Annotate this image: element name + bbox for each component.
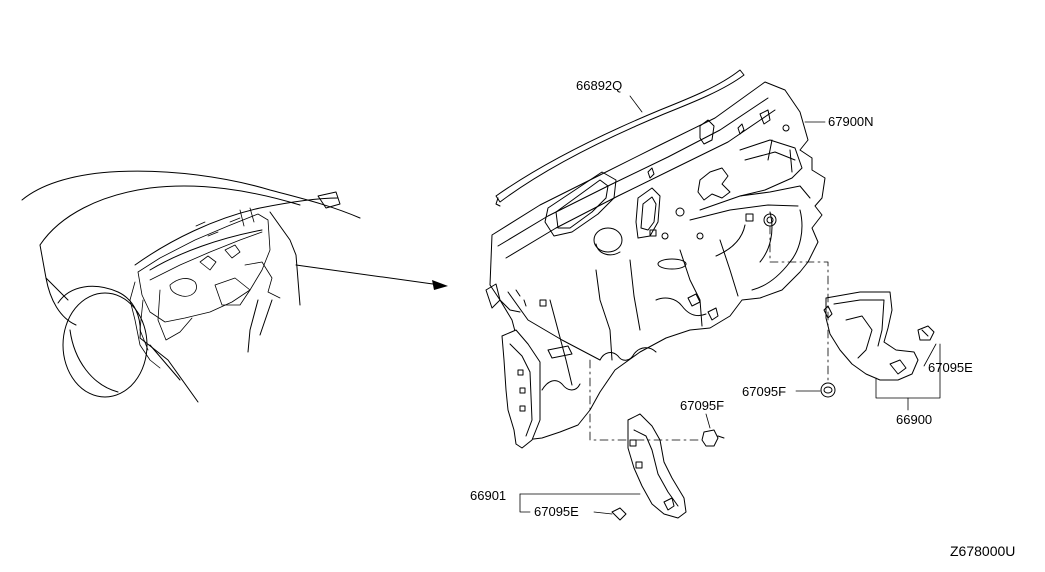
- direction-arrow: [295, 264, 448, 290]
- clip-67095e-left: [611, 507, 627, 521]
- label-67095f-center: 67095F: [680, 398, 724, 413]
- label-66901: 66901: [470, 488, 506, 503]
- label-67095e-left: 67095E: [534, 504, 579, 519]
- part-labels: 66892Q 67900N 67095E 67095F 66900 67095F…: [470, 78, 1015, 559]
- leader-lines: [519, 95, 941, 515]
- label-67095e-right: 67095E: [928, 360, 973, 375]
- clip-67095f-right: [820, 382, 836, 398]
- side-panel-left: [501, 329, 573, 449]
- label-66892q: 66892Q: [576, 78, 622, 93]
- label-67095f-right: 67095F: [742, 384, 786, 399]
- trim-66901: [627, 413, 687, 519]
- label-67900n: 67900N: [828, 114, 874, 129]
- seal-66892q: [495, 69, 745, 207]
- label-66900: 66900: [896, 412, 932, 427]
- clip-67095e-right: [917, 325, 935, 341]
- diagram-code: Z678000U: [950, 543, 1015, 559]
- clip-67095f-center: [701, 429, 725, 447]
- trim-66900: [823, 291, 919, 381]
- car-overview-illustration: [21, 170, 361, 403]
